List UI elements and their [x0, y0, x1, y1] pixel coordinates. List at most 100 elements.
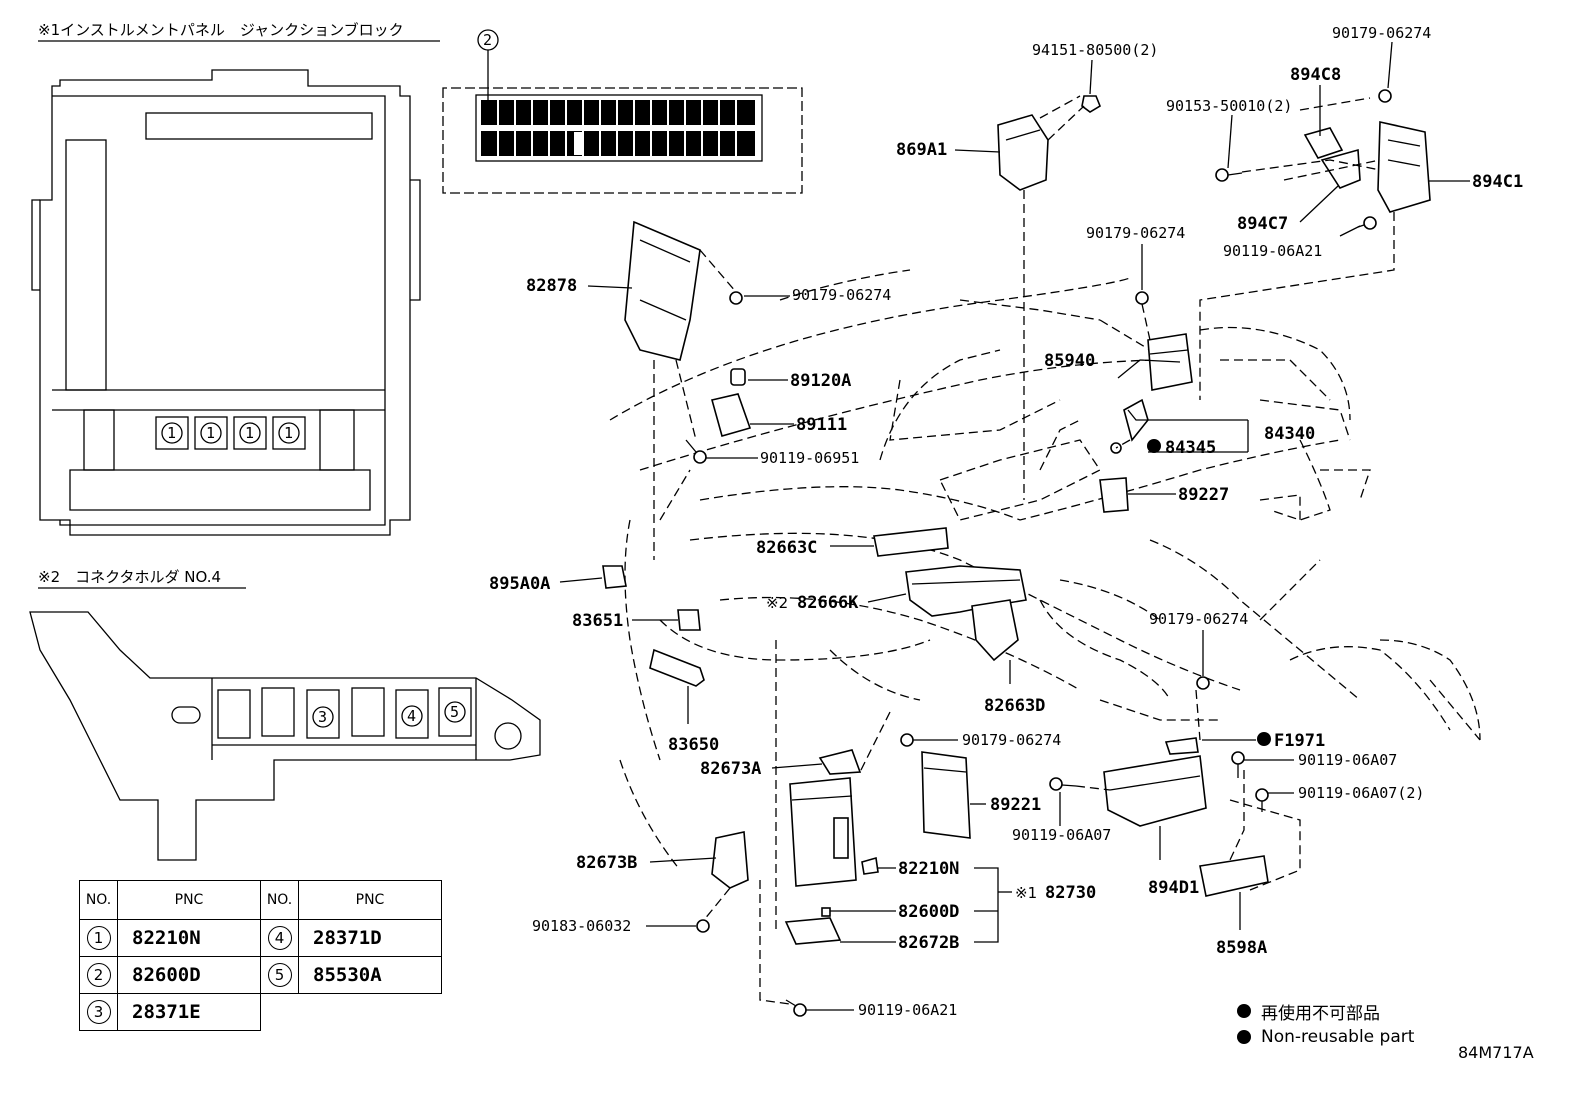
part-89111: [711, 393, 752, 437]
part-8598A: [1199, 855, 1269, 897]
part-82878: [624, 220, 701, 361]
part-89120A: [730, 368, 746, 386]
part-82673B: [711, 831, 749, 889]
junction-block-title: ※1インストルメントパネル ジャンクションブロック: [38, 21, 404, 39]
label-89221: 89221: [990, 795, 1041, 815]
header-no-2: NO.: [260, 880, 299, 920]
part-895A0A: [602, 565, 627, 589]
part-89227: [1099, 477, 1129, 513]
non-reusable-dot-84345: [1147, 439, 1161, 453]
label-90119-06951: 90119-06951: [760, 449, 859, 467]
assembly-lines: [653, 95, 1395, 1005]
header-pnc-2: PNC: [298, 880, 442, 920]
part-82210N: [861, 856, 879, 875]
label-869A1: 869A1: [896, 140, 947, 160]
fastener-icons: [685, 89, 1392, 1017]
jb-callout-1c: 1: [245, 424, 254, 442]
label-83650: 83650: [668, 735, 719, 755]
row-number: 5: [267, 963, 292, 987]
label-894C8: 894C8: [1290, 65, 1341, 85]
jb-callout-1d: 1: [284, 424, 293, 442]
label-84340: 84340: [1264, 424, 1315, 444]
part-83650: [649, 648, 705, 687]
label-82673B: 82673B: [576, 853, 637, 873]
label-90119-06A21-bottom: 90119-06A21: [858, 1001, 957, 1019]
label-83651: 83651: [572, 611, 623, 631]
holder-callout-4: 4: [407, 707, 416, 725]
row-number: 3: [86, 1000, 111, 1024]
label-F1971: F1971: [1274, 731, 1325, 751]
legend-text-ja: 再使用不可部品: [1261, 1003, 1380, 1024]
connector-holder-title: ※2 コネクタホルダ NO.4: [38, 568, 221, 586]
leader-lines: [559, 41, 1470, 1011]
connector-block-drawing: [442, 29, 803, 194]
junction-block-drawing: [31, 69, 421, 536]
legend-item-en: Non-reusable part: [1237, 1024, 1414, 1050]
part-869A1: [997, 114, 1049, 191]
label-82730-marker: ※1: [1015, 884, 1037, 902]
row-number: 4: [267, 926, 292, 950]
label-894D1: 894D1: [1148, 878, 1199, 898]
label-894C1: 894C1: [1472, 172, 1523, 192]
row-pnc: 82210N: [117, 919, 261, 957]
holder-callout-3: 3: [318, 708, 327, 726]
part-83651: [677, 609, 701, 631]
label-82730: 82730: [1045, 883, 1096, 903]
instrument-panel-outline: [609, 269, 1481, 891]
label-82672B: 82672B: [898, 933, 959, 953]
connector-callout-2: 2: [483, 31, 492, 49]
part-94151-nut: [1081, 95, 1101, 113]
non-reusable-dot-F1971: [1257, 732, 1271, 746]
legend-item-ja: 再使用不可部品: [1237, 998, 1414, 1024]
label-90179-06274-right: 90179-06274: [1149, 610, 1248, 628]
header-no: NO.: [79, 880, 118, 920]
part-894C7: [1320, 148, 1361, 189]
label-82666K: 82666K: [797, 593, 859, 613]
label-90179-06274-top: 90179-06274: [1332, 24, 1431, 42]
part-894D1: [1103, 755, 1207, 827]
pnc-table-header: NO. PNC NO. PNC: [79, 880, 442, 920]
label-90119-06A07-b: 90119-06A07: [1012, 826, 1111, 844]
row-number: 2: [86, 963, 111, 987]
part-82673A: [818, 749, 862, 775]
label-89120A: 89120A: [790, 371, 851, 391]
label-90153-50010: 90153-50010(2): [1166, 97, 1292, 115]
bullet-dot-icon: [1237, 1030, 1251, 1044]
bullet-dot-icon: [1237, 1004, 1251, 1018]
part-82672B: [784, 917, 842, 945]
label-90119-06A07-2: 90119-06A07(2): [1298, 784, 1424, 802]
label-82210N: 82210N: [898, 859, 959, 879]
label-82663D: 82663D: [984, 696, 1045, 716]
jb-callout-1a: 1: [167, 424, 176, 442]
label-82663C: 82663C: [756, 538, 817, 558]
label-90179-06274-left: 90179-06274: [792, 286, 891, 304]
connector-holder-drawing: [29, 611, 541, 861]
label-895A0A: 895A0A: [489, 574, 550, 594]
row-number: 1: [86, 926, 111, 950]
label-82600D: 82600D: [898, 902, 959, 922]
label-90183-06032: 90183-06032: [532, 917, 631, 935]
legend-text-en: Non-reusable part: [1261, 1027, 1415, 1047]
part-82663C: [873, 527, 949, 557]
legend: 再使用不可部品 Non-reusable part: [1237, 998, 1414, 1050]
row-pnc: 85530A: [298, 956, 442, 994]
part-F1971: [1164, 737, 1199, 755]
part-89221: [921, 751, 971, 839]
label-94151-80500: 94151-80500(2): [1032, 41, 1158, 59]
part-82600D: [821, 907, 831, 917]
label-89111: 89111: [796, 415, 847, 435]
label-894C7: 894C7: [1237, 214, 1288, 234]
part-82730-block: [789, 777, 857, 887]
part-82663D: [971, 599, 1019, 662]
table-row: 2 82600D 5 85530A: [79, 956, 442, 994]
table-row: 3 28371E: [79, 993, 442, 1031]
label-89227: 89227: [1178, 485, 1229, 505]
label-82673A: 82673A: [700, 759, 761, 779]
row-pnc: 28371E: [117, 993, 261, 1031]
label-90179-06274-mid: 90179-06274: [1086, 224, 1185, 242]
table-row: 1 82210N 4 28371D: [79, 919, 442, 957]
part-894C1: [1377, 121, 1431, 213]
label-90119-06A21-top: 90119-06A21: [1223, 242, 1322, 260]
diagram-code: 84M717A: [1458, 1043, 1534, 1062]
jb-callout-1b: 1: [206, 424, 215, 442]
